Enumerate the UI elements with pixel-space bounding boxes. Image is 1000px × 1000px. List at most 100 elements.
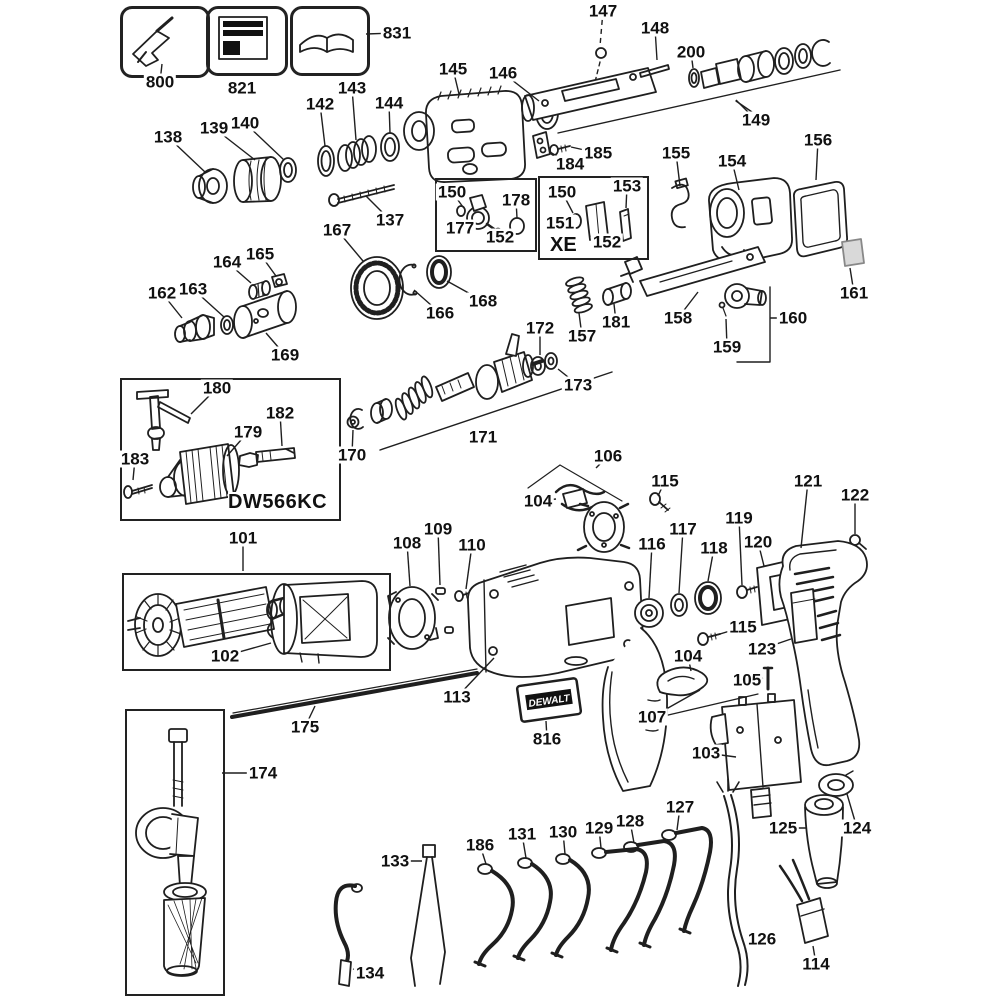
spindle-lock-drawing [174,273,297,343]
part-label-200-5: 200 [674,42,708,62]
part-label-170-41: 170 [335,445,369,465]
model-caption: DW566KC [228,491,328,513]
part-label-130-72: 130 [546,822,580,842]
washer-117-drawing [670,593,688,617]
part-label-184-13: 184 [553,154,587,174]
part-label-185-12: 185 [581,143,615,163]
gasket-156-drawing [792,180,848,258]
part-label-129-73: 129 [582,818,616,838]
nameplate-icon [218,16,268,60]
inset-accessory-831 [290,6,370,76]
part-label-110-57: 110 [456,535,488,555]
part-label-133-69: 133 [378,851,412,871]
wire-134-drawing [333,883,363,987]
part-label-113-58: 113 [441,687,473,707]
leader-line-143 [351,87,357,141]
part-label-118-48: 118 [698,538,730,558]
part-label-152-87: 152 [590,232,624,252]
wire-133-drawing [410,844,446,987]
part-label-126-76: 126 [745,929,779,949]
part-label-108-55: 108 [390,533,424,553]
part-label-163-25: 163 [176,279,210,299]
part-label-150-84: 150 [545,182,579,202]
part-label-831-2: 831 [380,23,414,43]
inset-side-handle-174 [125,709,225,996]
clips-109-drawing [435,587,454,634]
part-label-168-28: 168 [466,291,500,311]
clutch-parts-drawing [192,132,400,204]
reverse-lever-b-drawing [570,201,632,247]
pin-105-drawing [762,666,774,691]
part-label-147-3: 147 [586,1,620,21]
part-label-103-65: 103 [689,743,723,763]
plug-114-drawing [778,858,829,944]
boot-125-drawing [804,794,844,889]
part-label-115-60: 115 [727,617,759,637]
part-label-116-47: 116 [636,534,668,554]
screw-122-drawing [849,534,867,550]
leader-line-147 [599,10,604,47]
part-label-134-68: 134 [353,963,387,983]
part-label-800-0: 800 [143,72,177,92]
bearing-167-drawing [350,256,404,320]
part-label-149-8: 149 [739,110,773,130]
spring-157-drawing [565,276,593,314]
leader-line-109 [437,528,441,586]
part-label-164-23: 164 [210,252,244,272]
side-handle-drawing [135,728,207,977]
brush-lead-131-drawing [512,857,553,962]
part-label-157-30: 157 [565,326,599,346]
spindle-assembly-drawing [346,333,613,451]
part-label-816-59: 816 [530,729,564,749]
part-label-139-18: 139 [197,118,231,138]
inset-motor-101 [122,573,391,671]
part-label-142-14: 142 [303,94,337,114]
plate-158-drawing [620,246,766,297]
part-label-153-85: 153 [610,176,644,196]
part-label-169-26: 169 [268,345,302,365]
part-label-156-9: 156 [801,130,835,150]
capacitor-123-drawing [790,588,818,644]
brush-lead-127-drawing [661,826,713,935]
screw-119-drawing [736,585,758,599]
part-label-114-77: 114 [800,954,832,974]
brush-lead-130-drawing [550,853,591,959]
leader-line-121 [800,480,809,549]
part-label-109-56: 109 [421,519,455,539]
part-label-127-75: 127 [663,797,697,817]
part-label-101-53: 101 [226,528,260,548]
leader-line-119 [738,517,743,586]
leader-line-117 [678,528,684,594]
part-label-143-15: 143 [335,78,369,98]
part-label-174-67: 174 [246,763,280,783]
pad-161-drawing [841,238,865,267]
part-label-144-16: 144 [372,93,406,113]
ring-168-drawing [426,255,452,289]
part-label-140-17: 140 [228,113,262,133]
housing-113-drawing [467,556,668,792]
depth-rod-175-drawing [230,668,479,719]
part-label-105-63: 105 [730,670,764,690]
part-label-138-19: 138 [151,127,185,147]
part-label-128-74: 128 [613,811,647,831]
part-label-104-44: 104 [521,491,555,511]
part-label-104-62: 104 [671,646,705,666]
part-label-148-4: 148 [638,18,672,38]
part-label-154-10: 154 [715,151,749,171]
inset-reverse-lever [435,178,537,252]
field-102-drawing [266,580,378,664]
part-label-180-37: 180 [200,378,234,398]
part-label-121-51: 121 [791,471,825,491]
part-label-137-20: 137 [373,210,407,230]
screw-115a-drawing [649,492,671,513]
part-label-120-50: 120 [741,532,775,552]
part-label-117-46: 117 [667,519,699,539]
part-label-178-81: 178 [499,190,533,210]
armature-drawing [127,586,306,657]
part-label-124-79: 124 [840,818,874,838]
cylinder-181-drawing [602,282,632,306]
part-label-162-24: 162 [145,283,179,303]
part-label-161-34: 161 [837,283,871,303]
motor-bracket-154-drawing [708,177,793,264]
clamp-124-drawing [818,770,854,797]
